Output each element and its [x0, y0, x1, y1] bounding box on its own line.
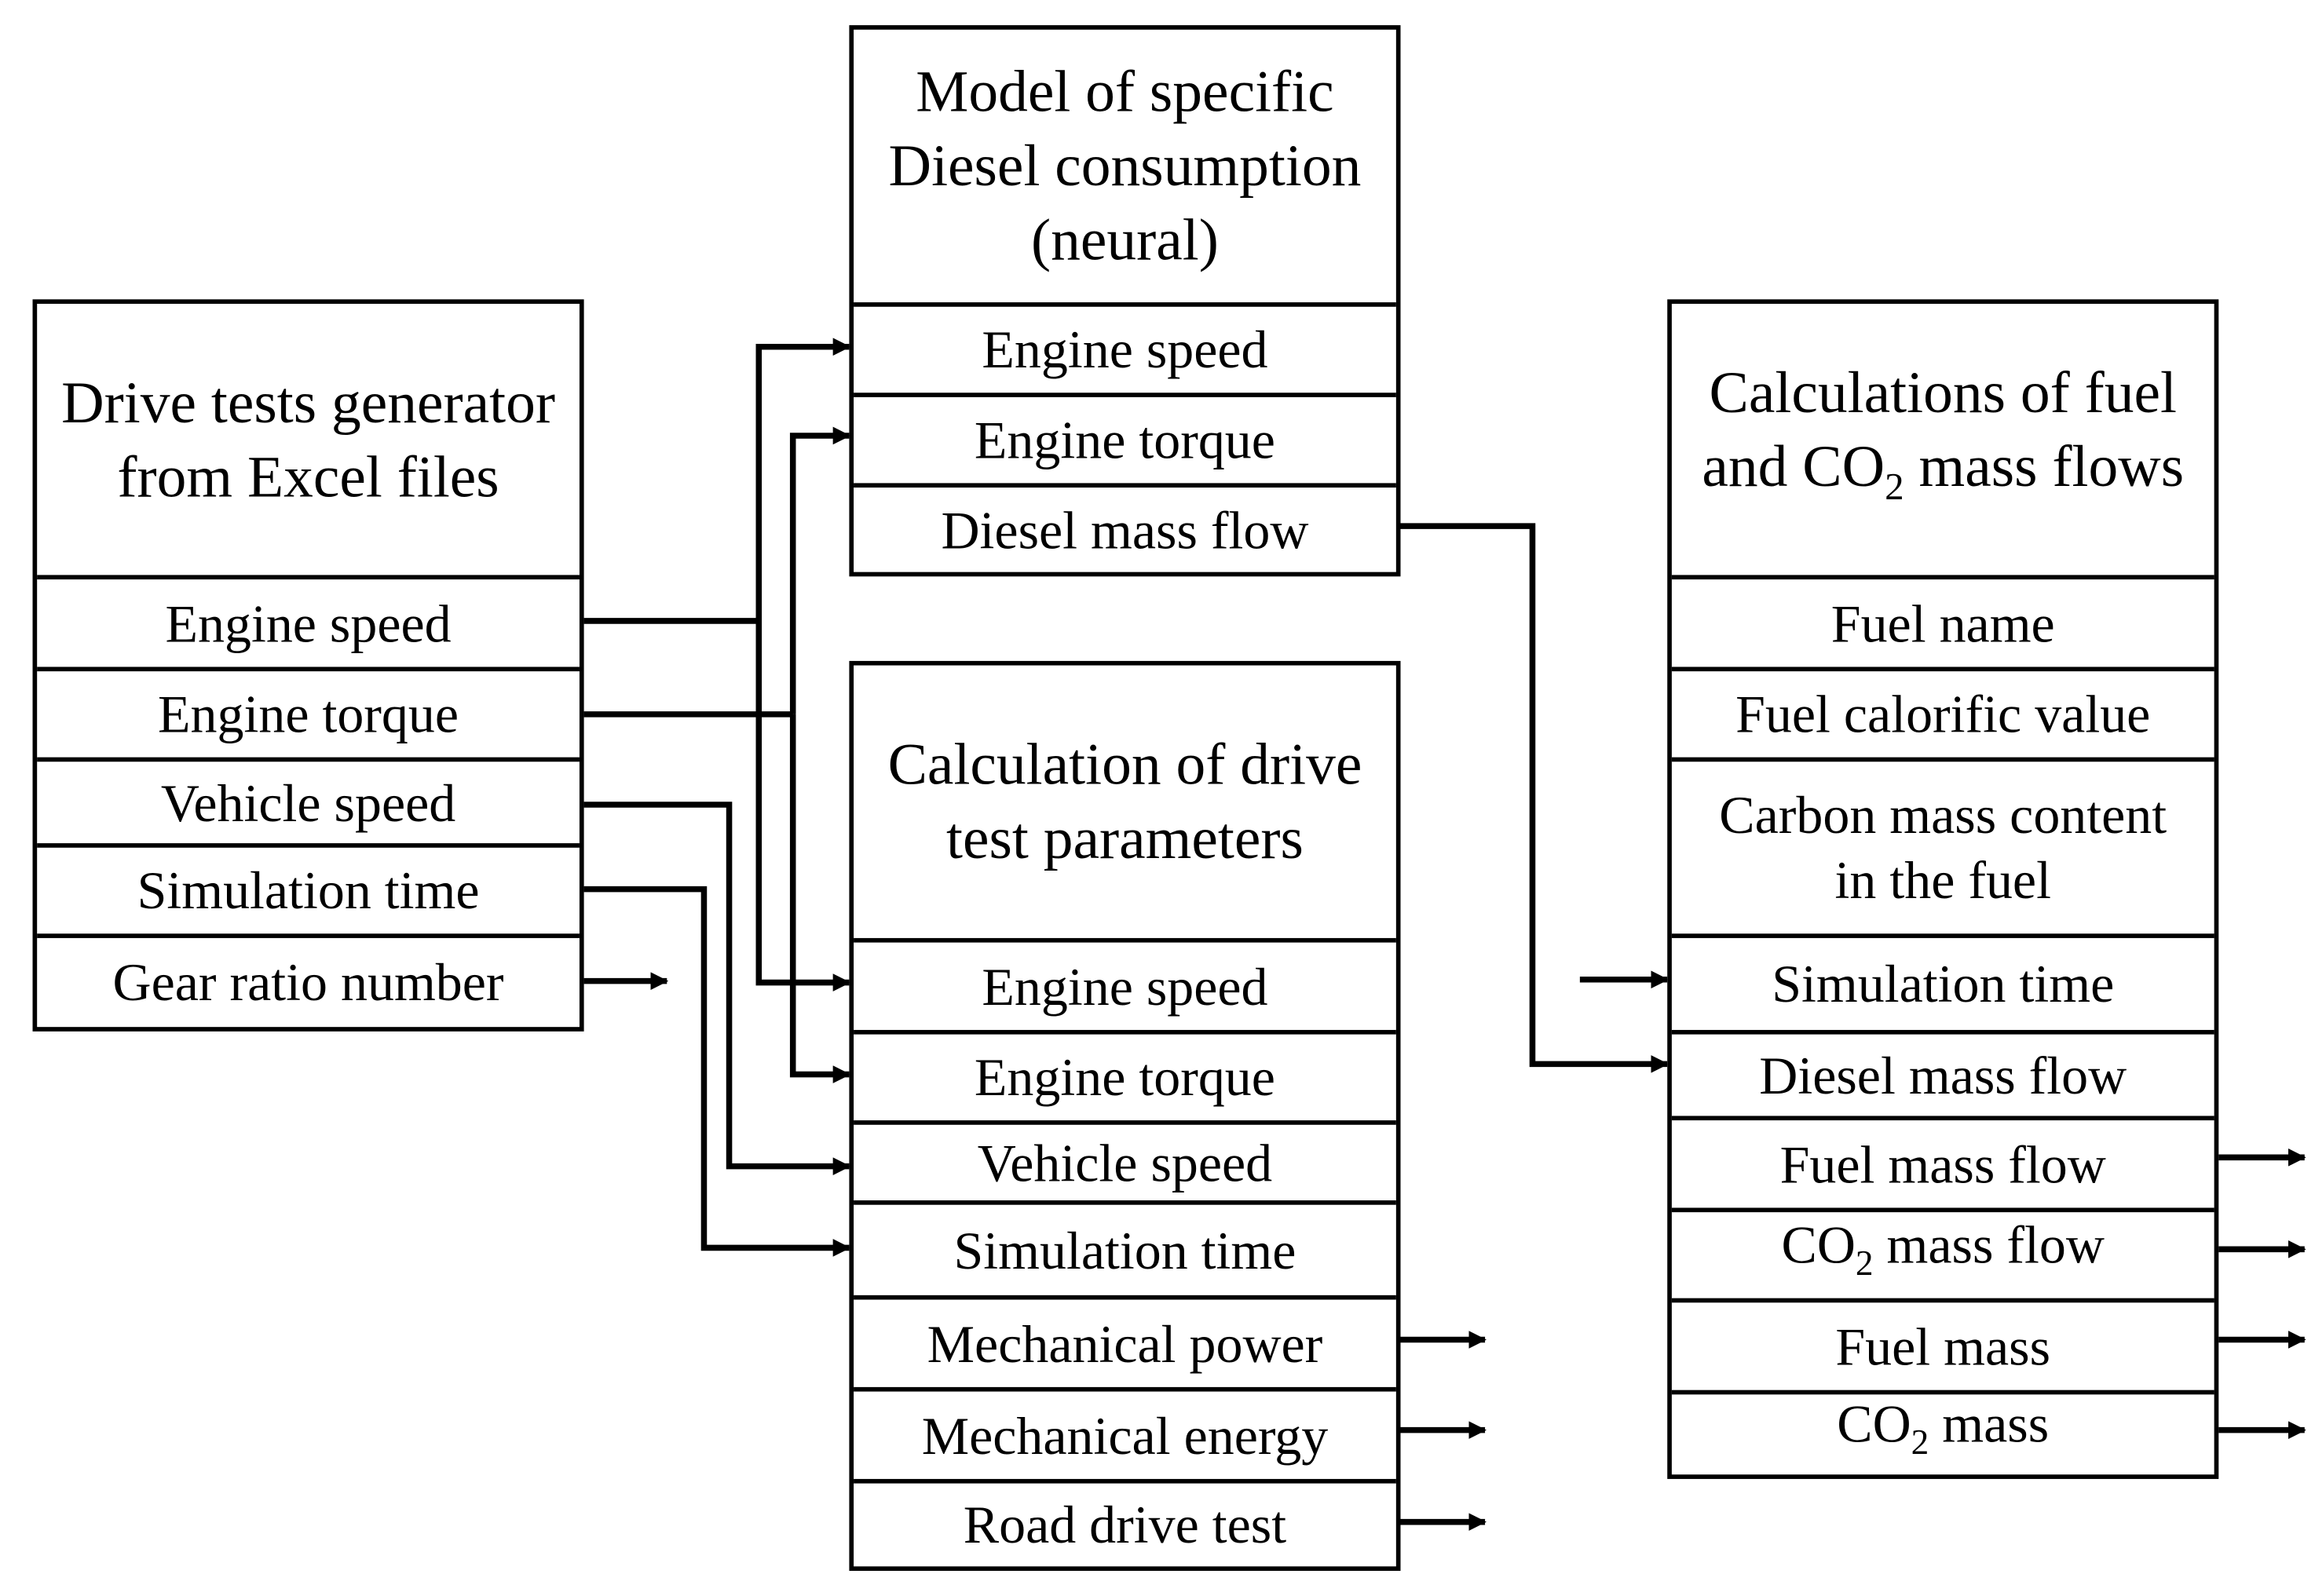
- co2-title: Calculations of fuel and CO2 mass flows: [1671, 304, 2214, 580]
- co2-mass-flow-label: CO2 mass flow: [1782, 1213, 2105, 1298]
- neural-port-engine-speed: Engine speed: [854, 307, 1396, 397]
- wire-diesel-mass-flow: [1397, 523, 1670, 1073]
- co2-mass-pre: CO: [1837, 1395, 1911, 1455]
- co2-mass-flow-post: mass flow: [1873, 1215, 2105, 1276]
- co2-mass-flow-pre: CO: [1781, 1215, 1856, 1276]
- params-title: Calculation of drive test parameters: [854, 666, 1396, 943]
- generator-title: Drive tests generator from Excel files: [37, 304, 580, 580]
- co2-mass-flow-subscript: 2: [1855, 1245, 1874, 1284]
- params-port-road-drive-test: Road drive test: [963, 1495, 1287, 1555]
- co2-port-fuel-mass-flow: Fuel mass flow: [1671, 1120, 2214, 1213]
- drive-test-parameters-block: Calculation of drive test parameters Eng…: [849, 660, 1401, 1571]
- co2-title-subscript: 2: [1885, 464, 1904, 508]
- generator-port-vehicle-speed: Vehicle speed: [37, 761, 580, 848]
- wire-engine-speed-to-neural: [755, 338, 851, 621]
- co2-port-carbon-mass-content: Carbon mass content in the fuel: [1671, 761, 2214, 938]
- neural-port-diesel-mass-flow: Diesel mass flow: [941, 500, 1309, 560]
- co2-port-simulation-time: Simulation time: [1671, 938, 2214, 1035]
- wire-engine-torque-to-neural: [789, 426, 851, 714]
- params-port-simulation-time: Simulation time: [854, 1205, 1396, 1300]
- co2-port-co2-mass-flow: CO2 mass flow: [1671, 1212, 2214, 1303]
- neural-port-engine-torque: Engine torque: [854, 397, 1396, 488]
- params-port-vehicle-speed: Vehicle speed: [854, 1125, 1396, 1205]
- params-port-engine-torque: Engine torque: [854, 1035, 1396, 1125]
- co2-title-text: Calculations of fuel and CO2 mass flows: [1702, 355, 2184, 524]
- co2-port-co2-mass: CO2 mass: [1672, 1394, 2214, 1474]
- co2-port-diesel-mass-flow: Diesel mass flow: [1671, 1035, 2214, 1121]
- co2-title-post: mass flows: [1904, 432, 2185, 499]
- generator-port-engine-speed: Engine speed: [37, 579, 580, 672]
- wire-vehicle-speed: [580, 802, 851, 1175]
- co2-port-fuel-name: Fuel name: [1671, 579, 2214, 672]
- co2-mass-subscript: 2: [1911, 1425, 1929, 1464]
- generator-port-simulation-time: Simulation time: [37, 848, 580, 938]
- co2-port-fuel-mass: Fuel mass: [1671, 1302, 2214, 1395]
- co2-mass-label: CO2 mass: [1837, 1392, 2049, 1477]
- neural-model-block: Model of specific Diesel consumption (ne…: [849, 25, 1401, 577]
- params-port-engine-speed: Engine speed: [854, 943, 1396, 1035]
- wire-engine-speed-to-params: [755, 620, 851, 992]
- wire-simulation-time: [580, 886, 851, 1257]
- neural-title: Model of specific Diesel consumption (ne…: [854, 30, 1396, 307]
- co2-title-pre: Calculations of fuel and CO: [1702, 357, 2177, 499]
- co2-port-fuel-calorific-value: Fuel calorific value: [1671, 671, 2214, 762]
- drive-tests-generator-block: Drive tests generator from Excel files E…: [32, 299, 584, 1032]
- generator-port-engine-torque: Engine torque: [37, 671, 580, 762]
- co2-mass-post: mass: [1929, 1395, 2050, 1455]
- generator-port-gear-ratio-number: Gear ratio number: [112, 952, 504, 1013]
- params-port-mechanical-power: Mechanical power: [854, 1300, 1396, 1392]
- fuel-co2-calculations-block: Calculations of fuel and CO2 mass flows …: [1667, 299, 2219, 1479]
- params-port-mechanical-energy: Mechanical energy: [854, 1392, 1396, 1484]
- wire-engine-torque-to-params: [789, 714, 851, 1083]
